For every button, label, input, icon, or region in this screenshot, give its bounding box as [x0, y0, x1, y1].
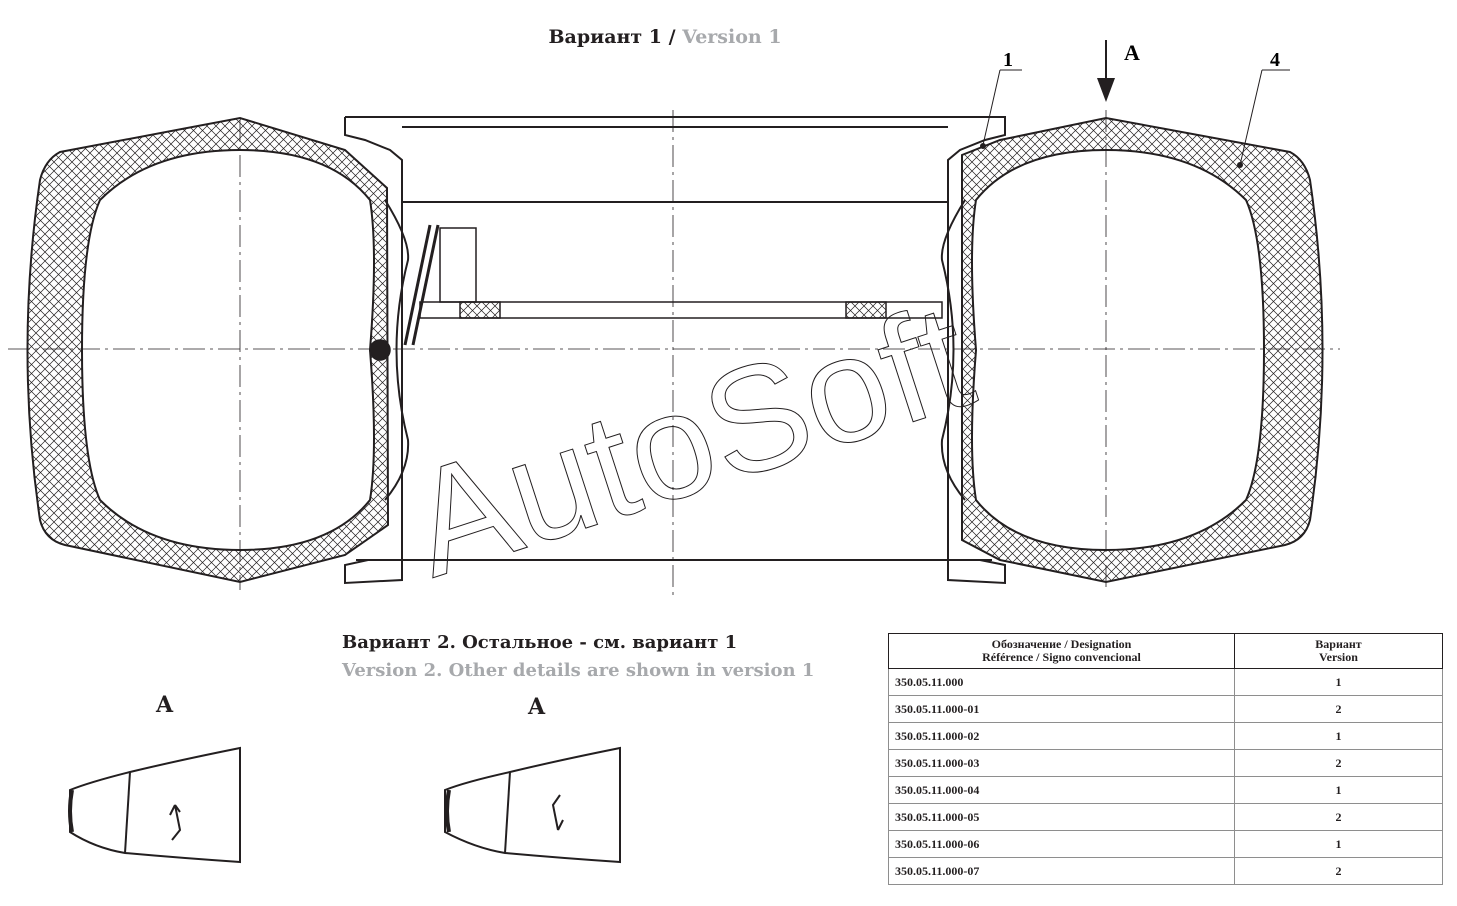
designation-cell: 350.05.11.000-05: [888, 803, 1235, 831]
center-lines: [8, 110, 1340, 600]
wheel-rim: [344, 116, 1006, 585]
designation-table: Обозначение / Designation Référence / Si…: [888, 633, 1443, 885]
callout-dot-1: [980, 143, 986, 149]
left-tire-section: [26, 116, 390, 584]
view-a-left-sketch: [68, 746, 241, 864]
header-designation-line2: Référence / Signo convencional: [982, 650, 1141, 664]
version-cell: 2: [1234, 857, 1443, 885]
header-designation: Обозначение / Designation Référence / Si…: [888, 633, 1235, 669]
version-cell: 1: [1234, 668, 1443, 696]
variant-1-title: Вариант 1 / Version 1: [0, 26, 1330, 48]
designation-cell: 350.05.11.000-03: [888, 749, 1235, 777]
callout-4-label: 4: [1270, 49, 1280, 71]
designation-cell: 350.05.11.000: [888, 668, 1235, 696]
header-version-line1: Вариант: [1315, 637, 1362, 651]
version-cell: 1: [1234, 776, 1443, 804]
callout-1-label: 1: [1003, 49, 1013, 71]
version-cell: 1: [1234, 830, 1443, 858]
view-a-left-label: A: [156, 692, 174, 718]
version-cell: 2: [1234, 749, 1443, 777]
designation-cell: 350.05.11.000-02: [888, 722, 1235, 750]
callout-dot-4: [1237, 162, 1243, 168]
watermark: AutoSoft: [391, 271, 990, 609]
right-tire-section: [961, 116, 1324, 584]
title-en: Version 1: [682, 26, 782, 48]
version-cell: 2: [1234, 803, 1443, 831]
designation-cell: 350.05.11.000-01: [888, 695, 1235, 723]
version-cell: 1: [1234, 722, 1443, 750]
table-header-row: Обозначение / Designation Référence / Si…: [888, 633, 1443, 669]
designation-cell: 350.05.11.000-06: [888, 830, 1235, 858]
header-version: Вариант Version: [1234, 633, 1443, 669]
designation-cell: 350.05.11.000-04: [888, 776, 1235, 804]
header-version-line2: Version: [1319, 650, 1358, 664]
title-ru: Вариант 1 /: [548, 26, 683, 48]
view-a-right-sketch: [444, 746, 621, 864]
version-cell: 2: [1234, 695, 1443, 723]
variant-2-title-ru: Вариант 2. Остальное - см. вариант 1: [342, 632, 738, 653]
view-a-right-label: A: [528, 694, 546, 720]
section-mark-label: A: [1124, 40, 1140, 65]
designation-cell: 350.05.11.000-07: [888, 857, 1235, 885]
variant-2-title-en: Version 2. Other details are shown in ve…: [342, 660, 815, 681]
callout-leaders: [982, 40, 1290, 166]
valve-assembly: [369, 224, 943, 361]
header-designation-line1: Обозначение / Designation: [991, 637, 1132, 651]
